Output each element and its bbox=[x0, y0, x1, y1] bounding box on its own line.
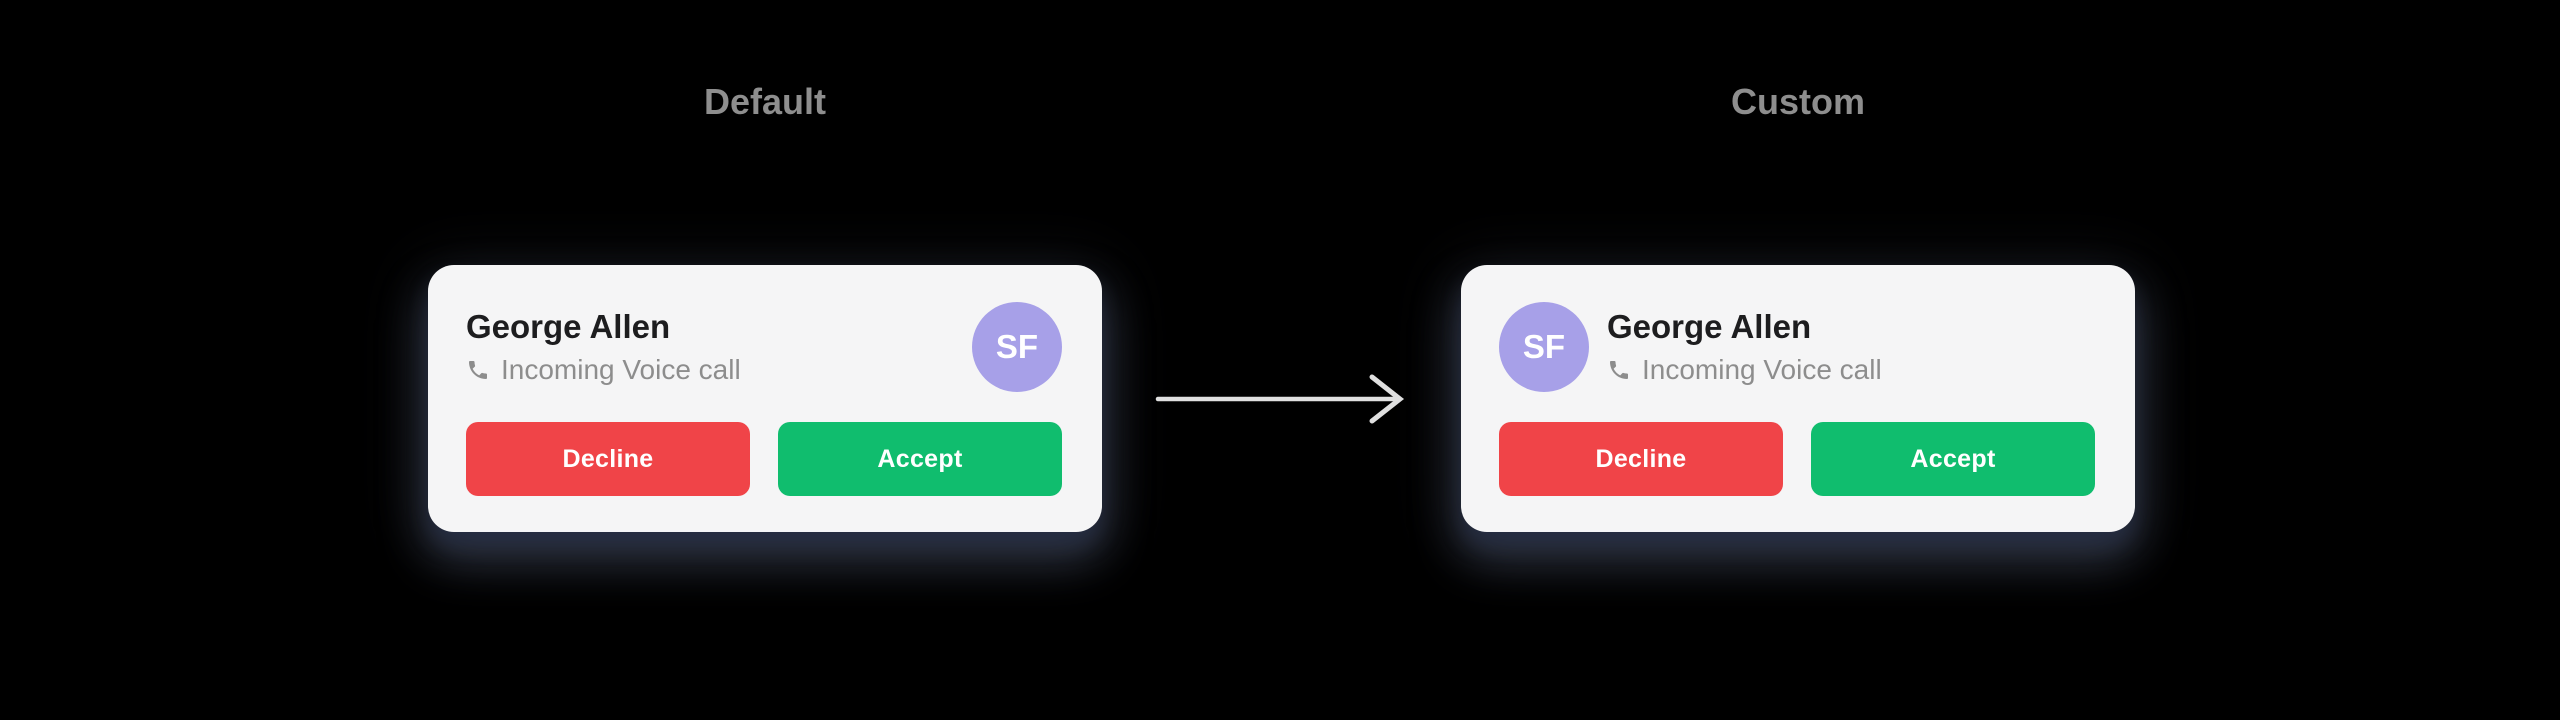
caller-name: George Allen bbox=[466, 308, 671, 346]
call-card-header: George Allen Incoming Voice call SF bbox=[466, 302, 1062, 392]
section-title-default: Default bbox=[703, 81, 826, 122]
incoming-call-card-custom: George Allen Incoming Voice call SF Decl… bbox=[1461, 265, 2135, 532]
call-type-label: Incoming Voice call bbox=[1642, 354, 1882, 385]
call-type-row: Incoming Voice call bbox=[1607, 353, 1882, 387]
arrow-right-icon bbox=[1152, 367, 1408, 431]
accept-button[interactable]: Accept bbox=[778, 422, 1062, 496]
incoming-call-card-default: George Allen Incoming Voice call SF Decl… bbox=[428, 265, 1102, 532]
accept-button[interactable]: Accept bbox=[1811, 422, 2095, 496]
caller-info: George Allen Incoming Voice call bbox=[466, 307, 741, 386]
phone-icon bbox=[1610, 360, 1628, 379]
call-actions: Decline Accept bbox=[466, 422, 1062, 496]
decline-button[interactable]: Decline bbox=[466, 422, 750, 496]
call-card-header: George Allen Incoming Voice call SF bbox=[1499, 302, 2095, 392]
section-title-custom: Custom bbox=[1731, 81, 1865, 122]
call-actions: Decline Accept bbox=[1499, 422, 2095, 496]
phone-icon bbox=[469, 360, 487, 379]
caller-name: George Allen bbox=[1607, 308, 1812, 346]
avatar: SF bbox=[1499, 302, 1589, 392]
decline-button[interactable]: Decline bbox=[1499, 422, 1783, 496]
avatar: SF bbox=[972, 302, 1062, 392]
call-type-row: Incoming Voice call bbox=[466, 353, 741, 387]
call-type-label: Incoming Voice call bbox=[501, 354, 741, 385]
caller-info: George Allen Incoming Voice call bbox=[1607, 307, 1882, 386]
